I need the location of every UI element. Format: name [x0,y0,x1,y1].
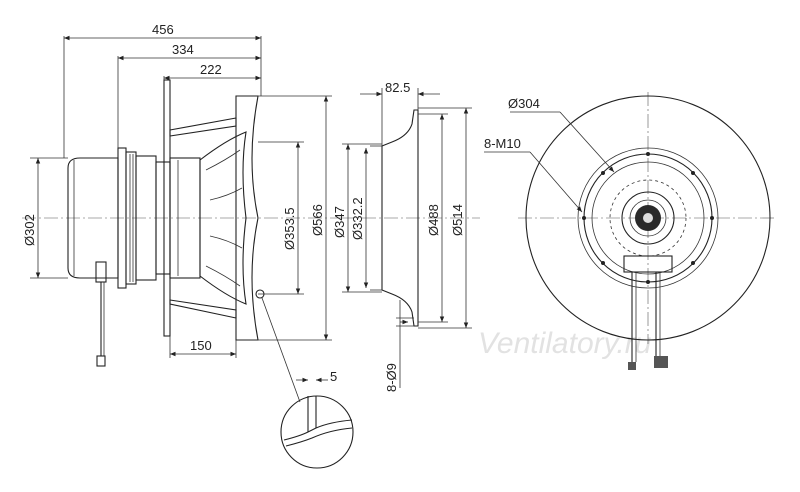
dim-d347: Ø347 [332,206,347,238]
dim-222: 222 [200,62,222,77]
impeller-shroud [235,95,259,341]
dim-d488: Ø488 [426,204,441,236]
detail-view: 5 [280,369,354,469]
inlet-ring-view [340,109,480,327]
watermark: Ventilatory.ru [478,327,652,360]
dim-d353-5: Ø353.5 [282,207,297,250]
dim-456: 456 [152,22,174,37]
dim-334: 334 [172,42,194,57]
dim-d302: Ø302 [22,214,37,246]
dim-8-d9: 8-Ø9 [384,363,399,392]
inlet-ring [381,109,419,327]
bolt-holes [582,152,714,284]
dim-d332-2: Ø332.2 [350,197,365,240]
impeller-disc [525,95,771,341]
front-view [518,92,776,370]
dim-150: 150 [190,338,212,353]
dim-d514: Ø514 [450,204,465,236]
dim-82-5: 82.5 [385,80,410,95]
dim-8-m10: 8-M10 [484,136,521,151]
mounting-plate [163,79,171,337]
dim-d304: Ø304 [508,96,540,111]
dim-5: 5 [330,369,337,384]
dim-d566: Ø566 [310,204,325,236]
terminal-box [623,255,673,273]
cable-gland [95,261,107,283]
side-view [22,79,340,367]
